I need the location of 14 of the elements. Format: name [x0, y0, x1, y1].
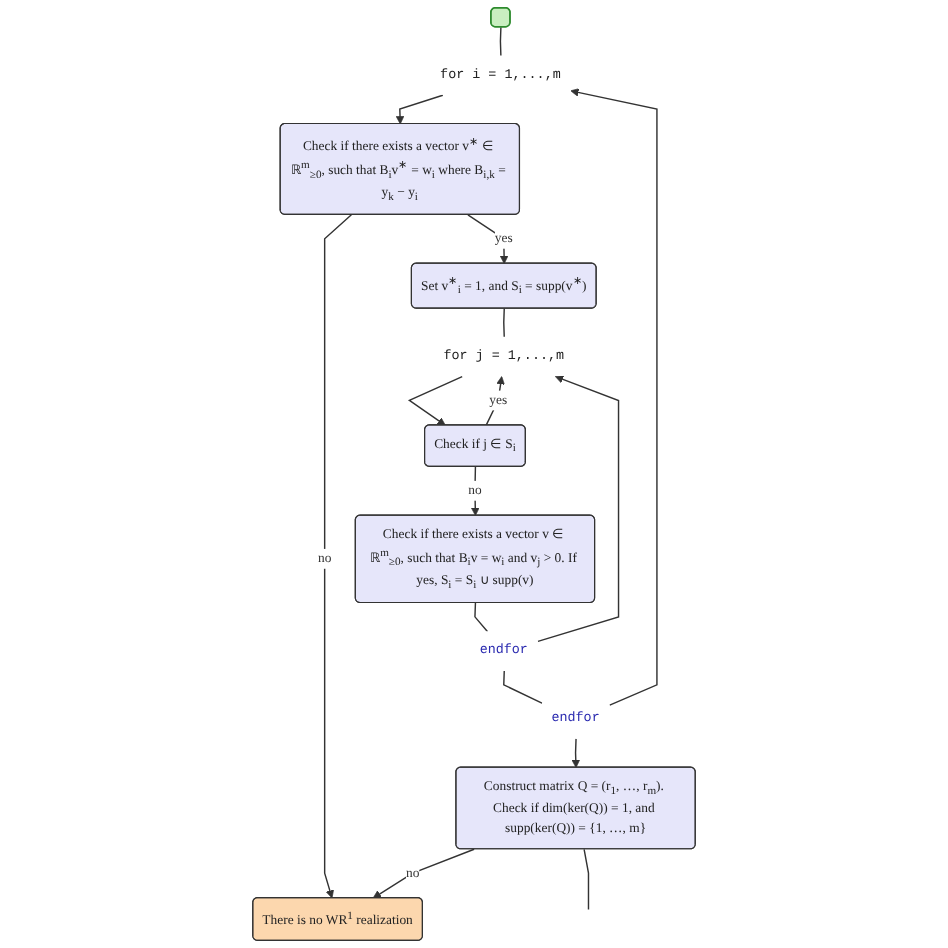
arrow	[467, 214, 509, 264]
connector	[503, 670, 544, 705]
arrow	[372, 848, 475, 899]
connector	[503, 307, 505, 338]
arrow	[471, 466, 480, 516]
arrow	[323, 214, 353, 899]
arrow	[395, 94, 444, 125]
connector	[474, 602, 489, 633]
connector	[583, 848, 590, 911]
connector	[499, 26, 502, 57]
arrow	[570, 88, 658, 706]
arrow	[571, 738, 580, 768]
arrow	[537, 375, 620, 643]
arrow	[407, 375, 463, 426]
